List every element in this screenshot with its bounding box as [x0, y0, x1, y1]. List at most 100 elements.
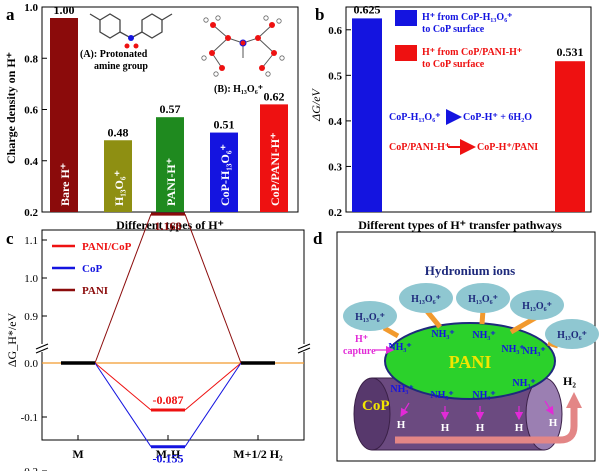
bar-a — [50, 18, 78, 212]
h-label: H — [515, 422, 524, 434]
axis-break-right — [297, 343, 311, 354]
panel-letter-d: d — [313, 229, 323, 248]
bar-category-label-a: H₁₃O₆⁺ — [112, 170, 126, 206]
nh3-label: NH₃⁺ — [472, 390, 495, 401]
ylabel-a: Charge density on H⁺ — [4, 52, 18, 164]
ytick-label-c: 0.9 — [24, 311, 38, 323]
bar-value-label-a: 0.51 — [214, 118, 235, 132]
ytick-label-a: 0.2 — [24, 207, 38, 219]
nh3-label: NH₃⁺ — [431, 329, 454, 340]
bar-a — [260, 104, 288, 212]
bar-value-label-a: 0.57 — [160, 102, 181, 116]
diagram-title: Hydronium ions — [425, 263, 515, 278]
ytick-label-b: 0.3 — [328, 161, 342, 173]
h2-label: H₂ — [563, 374, 576, 388]
panel-c: c ΔG_H*/eV -0.2-0.10.00.91.01.1 MM-HM+1/… — [5, 212, 311, 476]
connector-line-c — [184, 213, 242, 364]
ytick-label-a: 0.6 — [24, 105, 38, 117]
pani-label: PANI — [449, 352, 492, 372]
pani-ellipse — [384, 322, 556, 400]
h2-evolution-path — [395, 405, 578, 444]
capture-label-2: capture — [343, 346, 376, 357]
hydronium-oval — [343, 301, 397, 331]
legend-label-2a: H⁺ from CoP/PANI-H⁺ — [422, 47, 522, 58]
hydronium-oval — [456, 283, 510, 313]
ylabel-c: ΔG_H*/eV — [5, 312, 19, 367]
nh3-label: NH₃⁺ — [430, 390, 453, 401]
nh3-label: NH₃⁺ — [501, 344, 524, 355]
panel-b: b ΔG/eV Different types of H⁺ transfer p… — [309, 2, 592, 232]
connector-line-c — [94, 213, 152, 364]
yticks-b: 0.20.30.40.50.6 — [328, 25, 351, 219]
yticks-c: -0.2-0.10.00.91.01.1 — [21, 235, 47, 476]
connector-line-c — [184, 362, 242, 411]
xtick-label-c: M-H — [156, 447, 181, 461]
xtick-label-c: M+1/2 H₂ — [233, 447, 283, 461]
energy-value-label-c: -0.155 — [153, 452, 184, 466]
h2-evolution-arrowhead — [566, 392, 582, 408]
energy-value-label-c: -0.087 — [153, 393, 184, 407]
plot-frame-c — [41, 229, 305, 441]
legend-swatch-red — [395, 45, 417, 61]
bar-category-label-a: Bare H⁺ — [58, 163, 72, 206]
hydronium-label: H₁₃O₆⁺ — [411, 294, 441, 305]
panel-letter-a: a — [6, 5, 15, 24]
xlabel-b: Different types of H⁺ transfer pathways — [358, 218, 562, 232]
hydronium-oval — [399, 283, 453, 313]
capture-arrow — [382, 325, 400, 339]
panel-letter-b: b — [315, 5, 324, 24]
bar-a — [210, 132, 238, 212]
ytick-label-c: 1.1 — [24, 235, 38, 247]
h-label: H — [397, 419, 406, 431]
legend-label-pani: PANI — [82, 285, 108, 297]
bar-value-label-a: 1.00 — [54, 3, 75, 17]
bar-category-label-a: PANI-H⁺ — [164, 158, 178, 206]
nh3-label: NH₃⁺ — [522, 346, 545, 357]
yticks-a: 0.20.40.60.81.0 — [24, 2, 47, 219]
hydronium-cluster-molecule — [201, 15, 285, 77]
bar-category-label-a: CoP/PANI-H⁺ — [268, 133, 282, 206]
panel-letter-c: c — [6, 229, 14, 248]
ytick-label-c: -0.1 — [21, 412, 38, 424]
bar-b — [352, 18, 382, 213]
legend-label-1b: to CoP surface — [422, 24, 485, 35]
h-transfer-arrow — [400, 402, 410, 418]
h-transfer-arrow — [544, 400, 554, 416]
energy-value-label-c: 1.168 — [155, 219, 182, 233]
hydronium-label: H₁₃O₆⁺ — [522, 301, 552, 312]
hydrogen-atom-icon — [124, 43, 130, 49]
bar-value-label-b: 0.531 — [557, 45, 584, 59]
hydronium-oval — [510, 290, 564, 320]
diagram-frame-d — [336, 231, 596, 462]
bar-b — [555, 61, 585, 212]
xlabel-a: Different types of H⁺ — [116, 218, 224, 232]
ytick-label-a: 0.4 — [24, 156, 38, 168]
series-c: -0.087 -0.155 1.168 — [61, 212, 275, 466]
capture-label-1: H⁺ — [355, 334, 368, 345]
connector-line-c — [94, 362, 152, 447]
ytick-label-a: 0.8 — [24, 53, 38, 65]
hydronium-oval — [545, 319, 599, 349]
ytick-label-b: 0.2 — [328, 207, 342, 219]
cop-label: CoP — [362, 398, 390, 414]
legend-label-1a: H⁺ from CoP-H₁₃O₆⁺ — [422, 12, 512, 23]
ytick-label-c: -0.2 — [21, 466, 38, 471]
nh3-label: NH₃⁺ — [390, 384, 413, 395]
ytick-label-c: 0.0 — [24, 358, 38, 370]
hydronium-label: H₁₃O₆⁺ — [557, 330, 587, 341]
legend-swatch-blue — [395, 10, 417, 26]
annotation-b: (B): H₁₃O₆⁺ — [214, 84, 263, 95]
nh3-label: NH₃⁺ — [512, 378, 535, 389]
h-label: H — [441, 422, 450, 434]
connector-line-c — [184, 362, 242, 447]
hydronium-label: H₁₃O₆⁺ — [468, 294, 498, 305]
hydrogen-atom-icon — [133, 43, 139, 49]
annotation-a-line2: amine group — [94, 61, 148, 72]
reaction-1-left: CoP-H₁₃O₆⁺ — [389, 112, 441, 123]
reaction-2-right: CoP-H⁺/PANI — [477, 142, 538, 153]
